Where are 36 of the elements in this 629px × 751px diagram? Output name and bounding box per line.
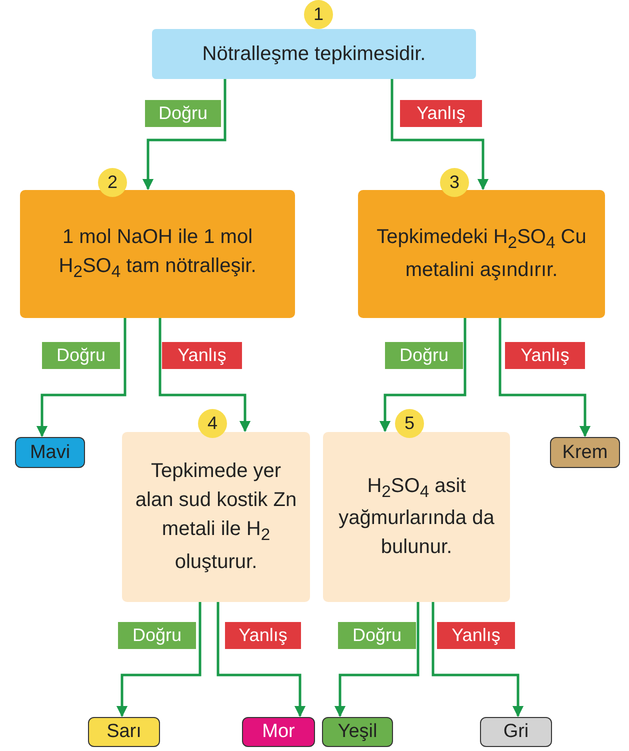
statement-box: Tepkimedeki H$_{2}$SO$_{4}$ Cu metalini aşındırır. (358, 190, 605, 318)
arrow (116, 602, 202, 718)
step-number: 1 (304, 0, 333, 29)
edge-label: Doğru (118, 622, 196, 649)
statement-box: Nötralleşme tepkimesidir. (152, 29, 476, 79)
arrow (498, 318, 591, 438)
edge-label: Doğru (385, 342, 463, 369)
arrow (158, 318, 251, 432)
step-number: 3 (440, 168, 469, 197)
answer-box: Mavi (15, 437, 85, 468)
arrow (334, 602, 420, 718)
answer-box: Krem (550, 437, 620, 468)
edge-label: Doğru (42, 342, 120, 369)
statement-box: 1 mol NaOH ile 1 mol H$_{2}$SO$_{4}$ tam nötralleşir. (20, 190, 295, 318)
arrow (379, 318, 466, 432)
edge-label: Yanlış (162, 342, 242, 369)
step-number: 5 (395, 409, 424, 438)
step-number: 4 (198, 409, 227, 438)
answer-box: Sarı (88, 717, 160, 747)
statement-box: H$_{2}$SO$_{4}$ asit yağmurlarında da bulunur. (323, 432, 510, 602)
arrow (142, 79, 226, 190)
edge-label: Doğru (338, 622, 416, 649)
edge-label: Yanlış (225, 622, 301, 649)
statement-box: Tepkimede yer alan sud kostik Zn metali ile H$_{2}$ oluşturur. (122, 432, 310, 602)
arrow (216, 602, 306, 718)
answer-box: Gri (480, 717, 552, 747)
step-number: 2 (98, 168, 127, 197)
arrow (36, 318, 126, 438)
edge-label: Yanlış (437, 622, 515, 649)
edge-label: Yanlış (400, 100, 482, 127)
edge-label: Yanlış (505, 342, 585, 369)
edge-label: Doğru (145, 100, 221, 127)
arrow (432, 602, 524, 718)
answer-box: Mor (242, 717, 315, 747)
answer-box: Yeşil (322, 717, 393, 747)
arrow (390, 79, 489, 190)
